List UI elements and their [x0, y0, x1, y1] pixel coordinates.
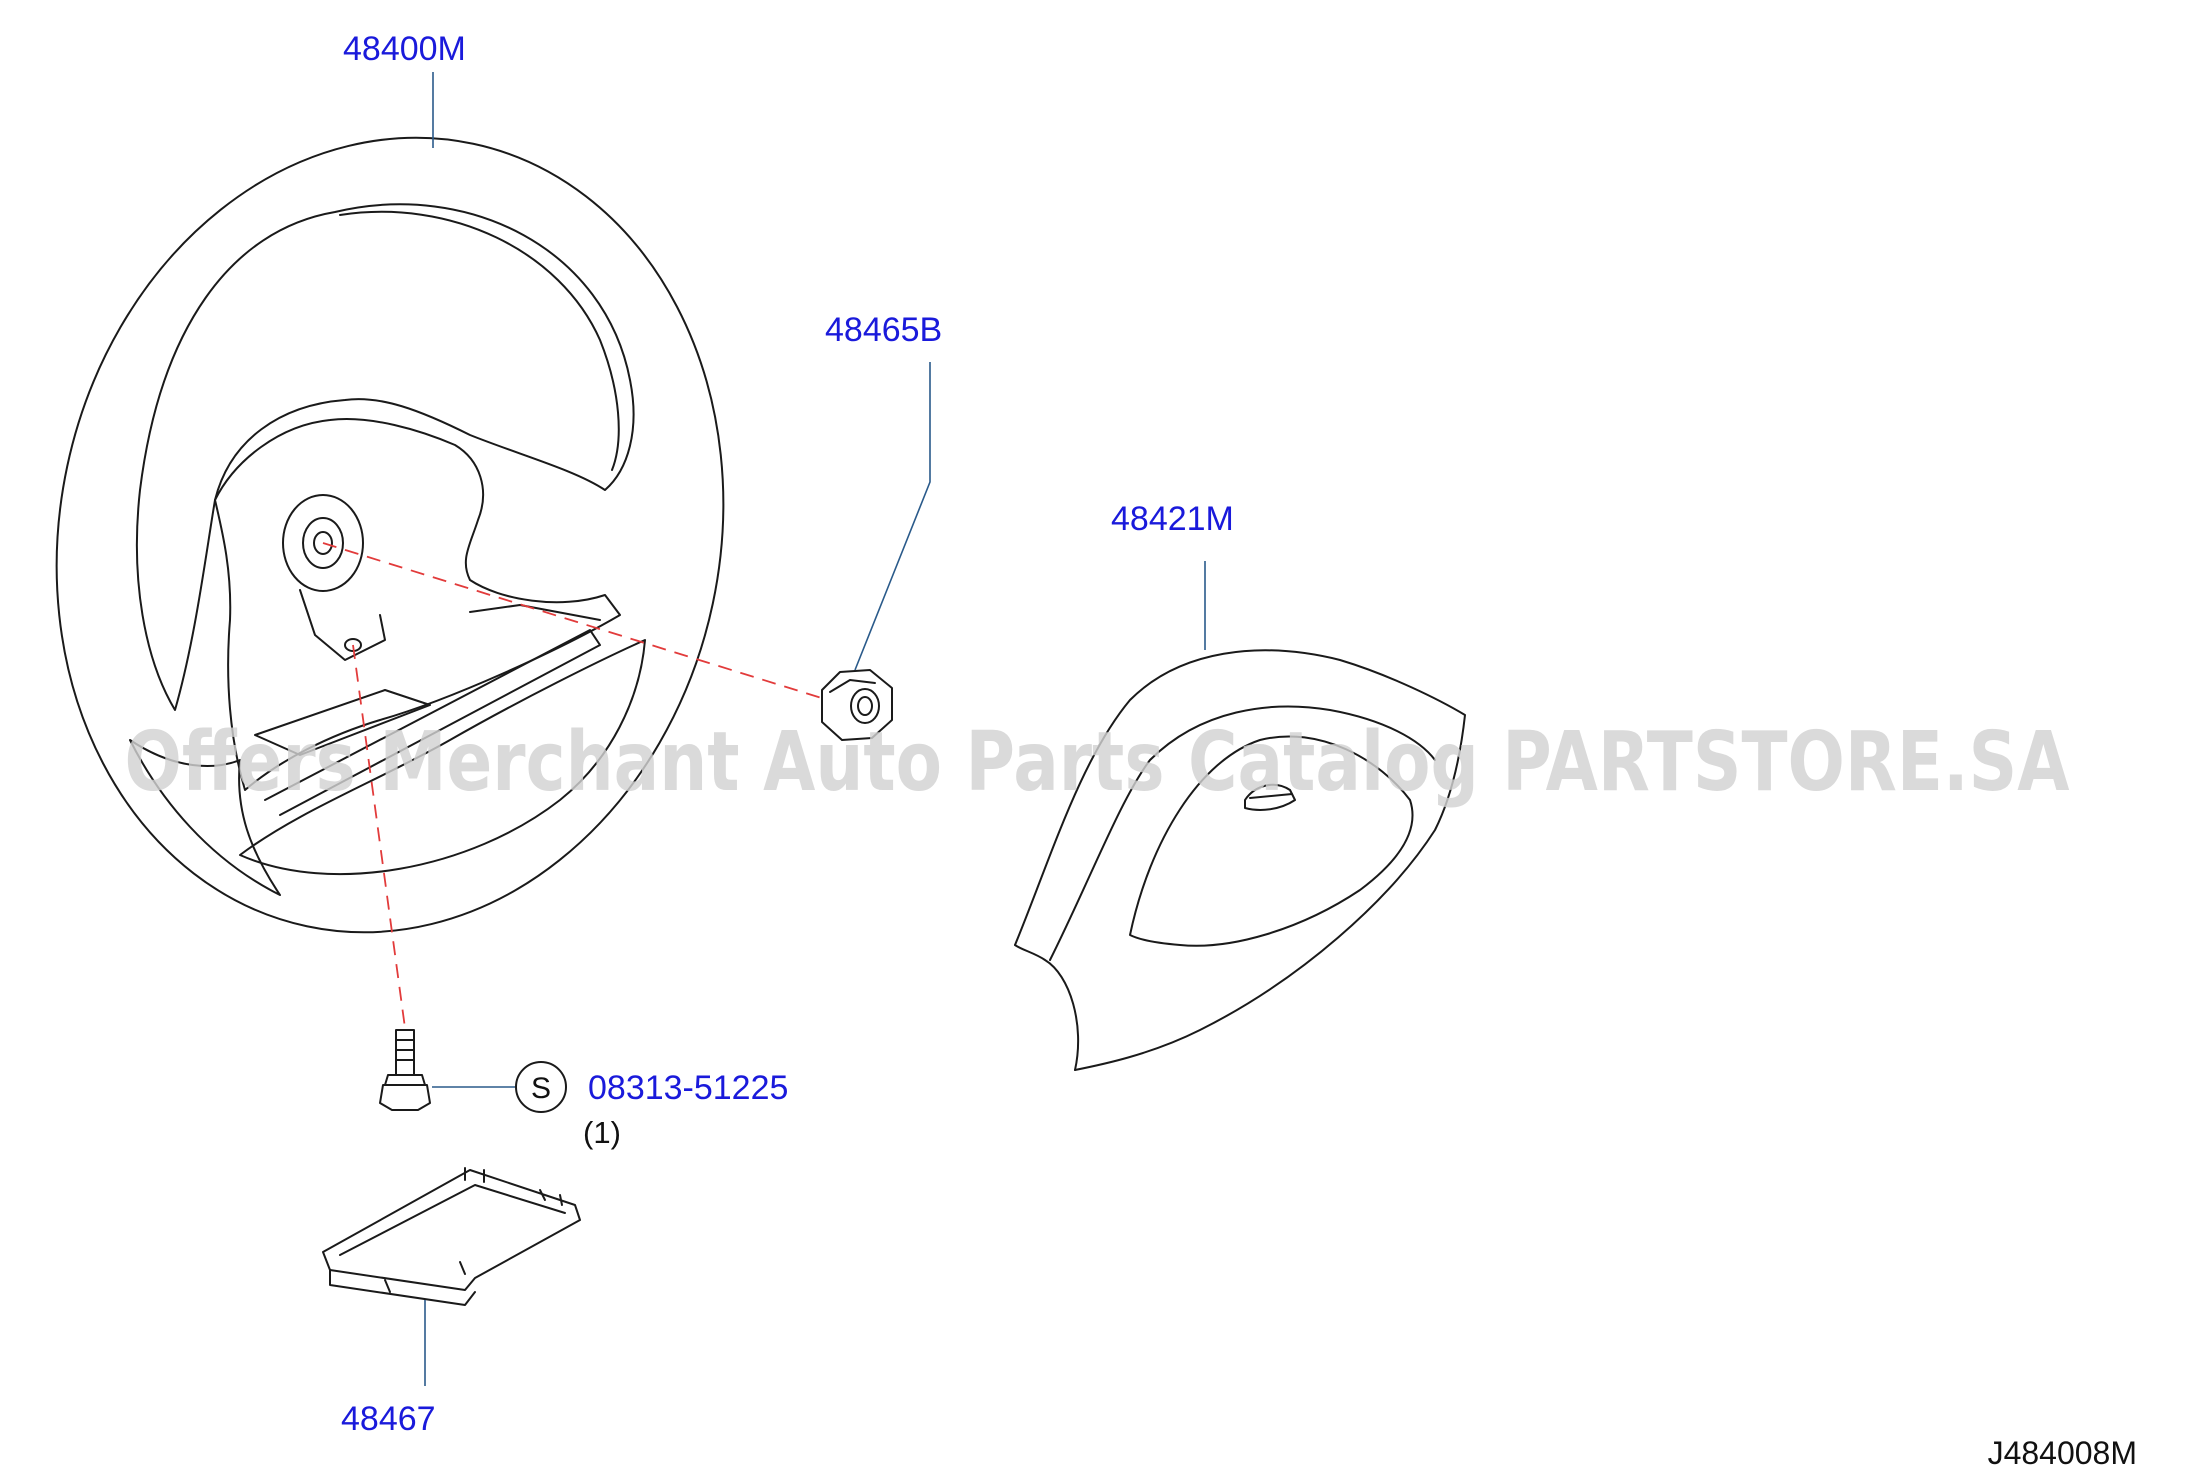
assembly-axis-lines	[322, 542, 829, 1029]
nut-drawing[interactable]	[821, 669, 893, 741]
watermark-text: Offers Merchant Auto Parts Catalog PARTS…	[125, 715, 2070, 810]
part-label-48421M[interactable]: 48421M	[1111, 500, 1234, 538]
part-label-48465B[interactable]: 48465B	[825, 311, 942, 349]
axis-bracket-to-bolt	[352, 644, 406, 1029]
part-label-48400M[interactable]: 48400M	[343, 30, 466, 68]
axis-hub-to-nut	[322, 542, 829, 701]
s-symbol: S	[515, 1061, 567, 1113]
steering-wheel-drawing[interactable]	[0, 75, 796, 995]
bolt-quantity: (1)	[583, 1115, 621, 1150]
bolt-drawing[interactable]	[379, 1029, 431, 1111]
leader-lines	[424, 72, 1206, 1386]
diagram-code: J484008M	[1988, 1435, 2137, 1471]
leader-48465B	[854, 362, 931, 671]
cover-drawing[interactable]	[322, 1167, 581, 1306]
part-label-08313-51225[interactable]: 08313-51225	[588, 1069, 788, 1107]
part-label-48467[interactable]: 48467	[341, 1400, 436, 1438]
s-symbol-letter: S	[531, 1072, 551, 1105]
pad-drawing[interactable]	[1014, 649, 1466, 1071]
